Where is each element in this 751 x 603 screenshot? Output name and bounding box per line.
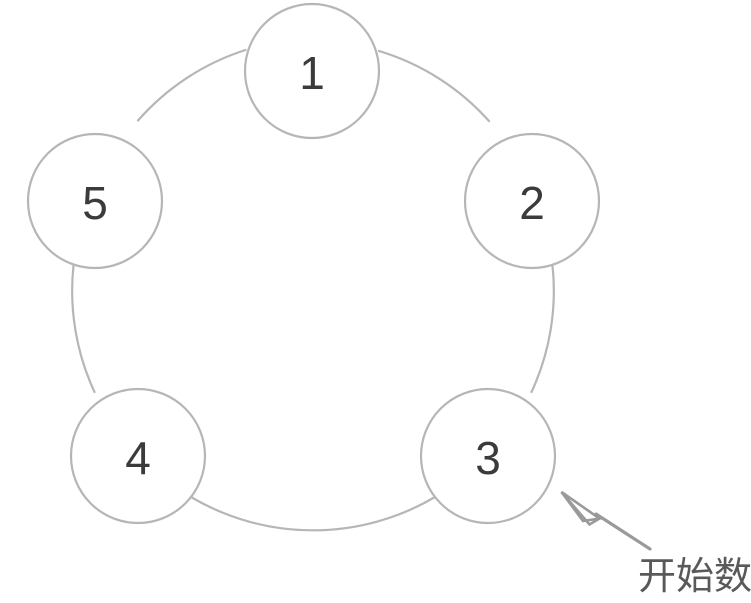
start-pointer-annotation: 开始数 [560,490,751,598]
arc-4-to-5 [71,264,96,394]
node-circle-4[interactable] [69,387,207,525]
arc-3-to-4 [189,495,437,532]
arc-2-to-3 [530,264,555,394]
node-label-4: 4 [125,432,151,484]
node-group-4[interactable]: 4 [69,387,207,525]
start-pointer-arrow-shaft [594,512,652,551]
node-circle-1[interactable] [243,2,381,140]
node-group-1[interactable]: 1 [243,2,381,140]
node-label-1: 1 [299,47,325,99]
node-group-5[interactable]: 5 [26,132,164,270]
node-label-3: 3 [475,432,501,484]
arc-5-to-1 [136,48,247,122]
node-group-2[interactable]: 2 [463,132,601,270]
node-label-5: 5 [82,177,108,229]
start-pointer-arrow-head-crease [560,491,601,527]
node-circle-5[interactable] [26,132,164,270]
node-label-2: 2 [519,177,545,229]
node-circle-3[interactable] [419,387,557,525]
start-pointer-arrow-head-icon [560,490,603,523]
arc-1-to-2 [377,49,491,123]
ring-connections [71,48,555,532]
node-group-3[interactable]: 3 [419,387,557,525]
node-circle-2[interactable] [463,132,601,270]
start-pointer-label: 开始数 [638,554,751,598]
